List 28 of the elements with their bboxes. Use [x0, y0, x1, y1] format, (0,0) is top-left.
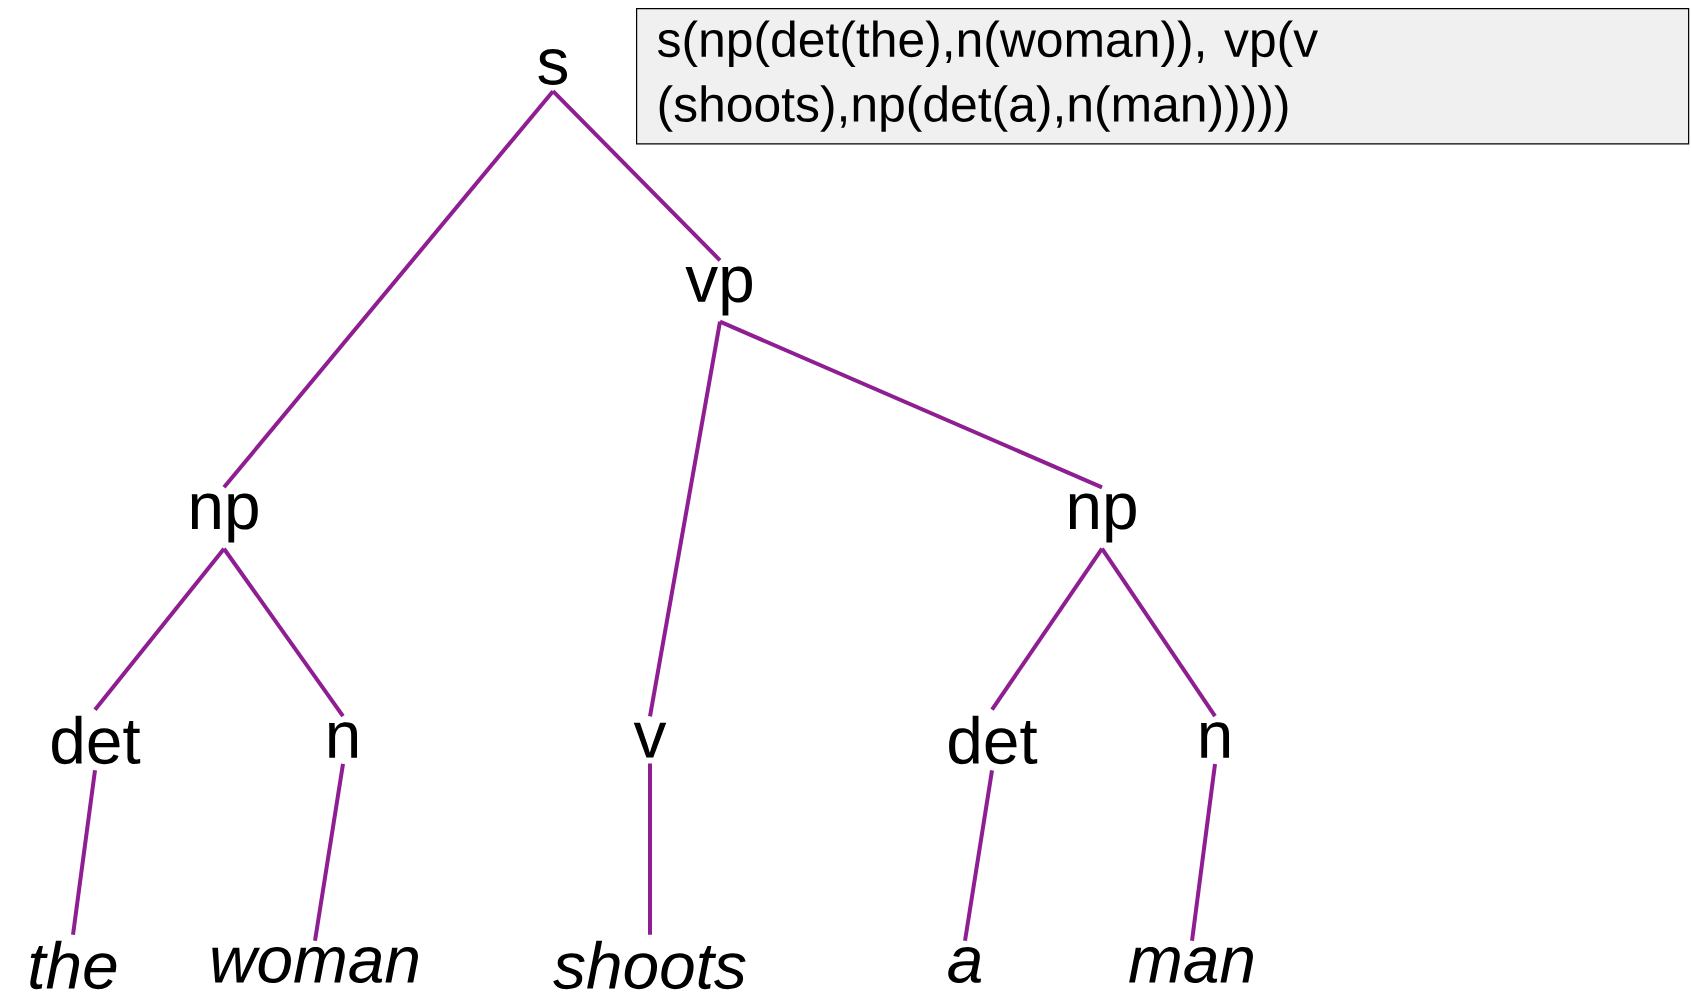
tree-branch	[551, 89, 722, 262]
tree-branch	[648, 763, 652, 935]
bracket-notation-box: s(np(det(the),n(woman)), vp(v (shoots),np(det(a),n(man)))))	[636, 8, 1690, 145]
tree-branch	[313, 763, 345, 942]
category-label: np	[1069, 493, 1136, 543]
tree-branch	[71, 770, 97, 935]
leaf-word: the	[30, 940, 117, 990]
category-label: np	[191, 493, 258, 543]
category-label: n	[329, 722, 357, 758]
category-label: s	[538, 49, 568, 85]
tree-branch	[222, 89, 555, 489]
tree-branch	[719, 319, 1103, 490]
category-label: vp	[685, 266, 752, 316]
tree-branch	[990, 547, 1104, 711]
tree-branch	[93, 547, 226, 711]
leaf-word: shoots	[553, 940, 746, 990]
category-label: v	[633, 722, 667, 758]
tree-branch	[1190, 763, 1217, 942]
tree-branch	[963, 770, 994, 942]
tree-branch	[648, 321, 722, 717]
leaf-word: man	[1129, 947, 1253, 983]
tree-branch	[222, 547, 345, 718]
leaf-word: woman	[212, 947, 418, 983]
category-label: det	[949, 715, 1038, 765]
category-label: n	[1201, 722, 1230, 758]
tree-branch	[1100, 547, 1217, 718]
leaf-word: a	[948, 947, 982, 983]
category-label: det	[52, 715, 141, 765]
